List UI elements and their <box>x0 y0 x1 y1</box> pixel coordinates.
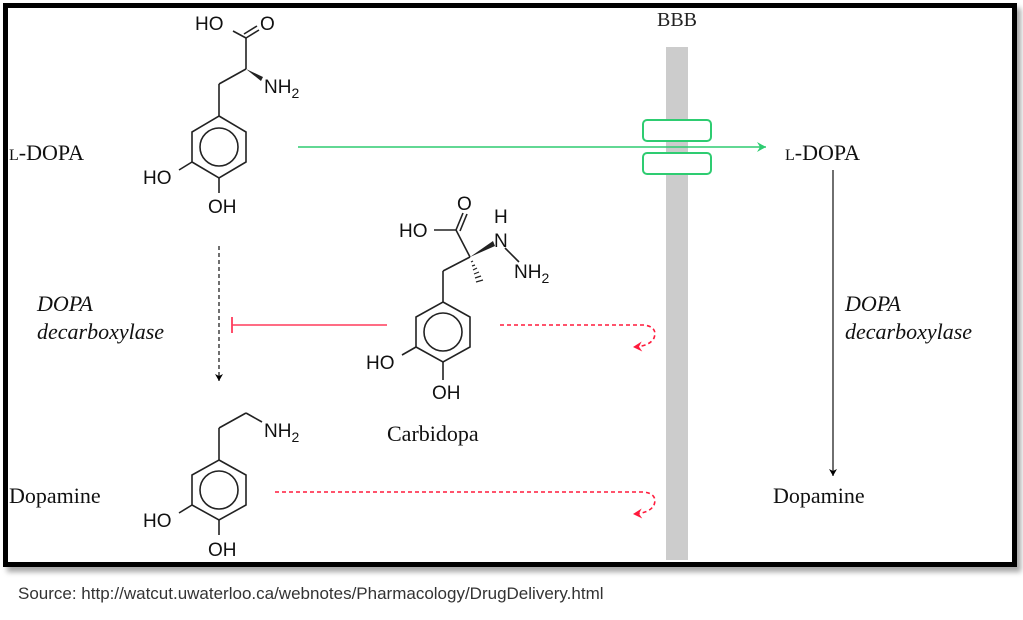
brain-l-dopa-label: L-DOPA <box>785 140 860 165</box>
carbidopa-structure <box>401 212 520 380</box>
carbidopa-label: Carbidopa <box>387 421 479 446</box>
l-dopa-structure <box>178 25 260 193</box>
transporter-upper <box>642 119 712 142</box>
bbb-label: BBB <box>657 9 697 31</box>
dopamine-amine: NH2 <box>264 421 299 445</box>
l-dopa-carbonyl-o: O <box>260 14 275 35</box>
left-enzyme-line1: DOPA <box>36 291 93 316</box>
subscript-2: 2 <box>291 429 299 445</box>
right-enzyme-line1: DOPA <box>844 291 901 316</box>
carbidopa-wedge-bond <box>470 241 495 257</box>
dopamine-hydroxyl-para: OH <box>208 540 237 561</box>
blood-brain-barrier <box>666 47 688 560</box>
l-dopa-wedge-bond <box>246 69 263 81</box>
dopamine-hydroxyl-meta: HO <box>143 511 172 532</box>
carbidopa-blocked-arrow <box>500 324 656 352</box>
left-enzyme-line2: decarboxylase <box>37 319 164 344</box>
transporter-lower <box>642 152 712 175</box>
l-dopa-hydroxyl-meta: HO <box>143 168 172 189</box>
carbidopa-carboxyl-oh: HO <box>399 221 428 242</box>
carbidopa-carbonyl-o: O <box>457 194 472 215</box>
right-enzyme-line2: decarboxylase <box>845 319 972 344</box>
carbidopa-hydrazine-nh2: NH2 <box>514 262 549 286</box>
carbidopa-hydrazine-h: H <box>494 207 508 228</box>
l-dopa-carboxyl-oh: HO <box>195 14 224 35</box>
carbidopa-hydrazine-n: N <box>494 231 508 252</box>
source-citation: Source: http://watcut.uwaterloo.ca/webno… <box>18 584 604 603</box>
carbidopa-hydroxyl-meta: HO <box>366 353 395 374</box>
l-dopa-amine: NH2 <box>264 77 299 101</box>
l-dopa-label: L-DOPA <box>9 140 84 165</box>
subscript-2: 2 <box>541 270 549 286</box>
dopamine-label: Dopamine <box>9 483 101 508</box>
brain-dopamine-label: Dopamine <box>773 483 865 508</box>
carbidopa-hash-bond <box>470 260 484 283</box>
dopamine-blocked-arrow <box>275 491 656 519</box>
l-dopa-hydroxyl-para: OH <box>208 197 237 218</box>
carbidopa-hydroxyl-para: OH <box>432 383 461 404</box>
figure-frame <box>3 3 1017 567</box>
subscript-2: 2 <box>291 85 299 101</box>
dopamine-structure <box>178 412 263 535</box>
